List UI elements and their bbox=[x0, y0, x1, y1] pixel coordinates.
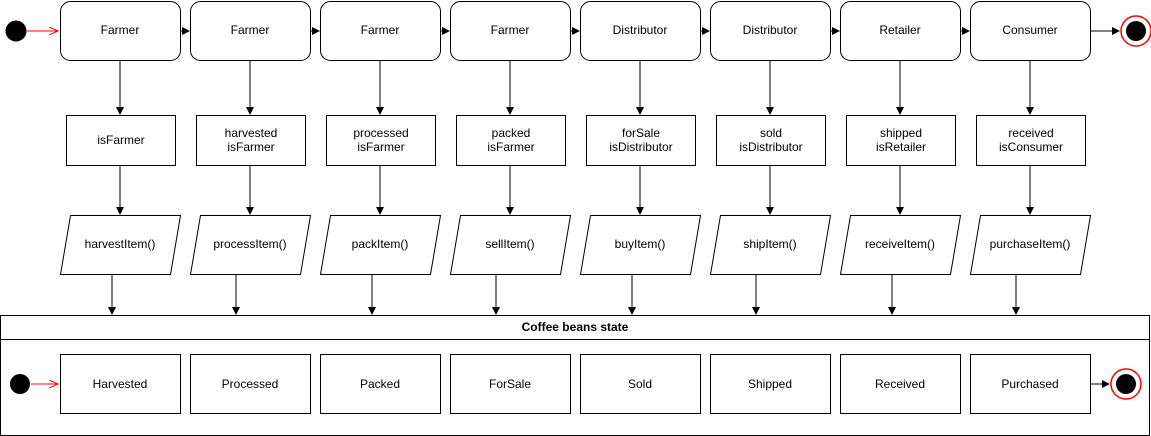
state-label: ForSale bbox=[489, 377, 531, 391]
guard-label: processed bbox=[353, 126, 408, 140]
actor-box-farmer: Farmer bbox=[450, 1, 571, 61]
action-purchaseitem: purchaseItem() bbox=[969, 215, 1092, 275]
guard-label: isFarmer bbox=[487, 140, 534, 154]
state-box-forsale: ForSale bbox=[450, 354, 571, 414]
guard-label: isConsumer bbox=[999, 140, 1063, 154]
action-processitem: processItem() bbox=[189, 215, 312, 275]
state-box-sold: Sold bbox=[580, 354, 701, 414]
action-receiveitem: receiveItem() bbox=[839, 215, 962, 275]
actor-label: Farmer bbox=[101, 23, 140, 37]
action-label: harvestItem() bbox=[85, 237, 156, 251]
action-label: shipItem() bbox=[743, 237, 796, 251]
action-label: packItem() bbox=[352, 237, 409, 251]
actor-label: Farmer bbox=[361, 23, 400, 37]
actor-box-distributor: Distributor bbox=[710, 1, 831, 61]
actor-label: Distributor bbox=[613, 23, 668, 37]
actor-box-retailer: Retailer bbox=[840, 1, 961, 61]
action-label: receiveItem() bbox=[865, 237, 935, 251]
action-label: buyItem() bbox=[615, 237, 666, 251]
actor-label: Consumer bbox=[1002, 23, 1057, 37]
guard-label: isFarmer bbox=[97, 133, 144, 147]
state-start-node bbox=[10, 374, 30, 394]
actor-box-distributor: Distributor bbox=[580, 1, 701, 61]
state-label: Harvested bbox=[93, 377, 148, 391]
actor-label: Distributor bbox=[743, 23, 798, 37]
state-label: Processed bbox=[222, 377, 279, 391]
state-box-purchased: Purchased bbox=[970, 354, 1091, 414]
state-box-harvested: Harvested bbox=[60, 354, 181, 414]
state-label: Packed bbox=[360, 377, 400, 391]
guard-label: isDistributor bbox=[739, 140, 802, 154]
guard-label: shipped bbox=[880, 126, 922, 140]
actor-box-consumer: Consumer bbox=[970, 1, 1091, 61]
start-node bbox=[5, 20, 27, 42]
guard-box: isFarmer bbox=[66, 115, 176, 166]
actor-box-farmer: Farmer bbox=[60, 1, 181, 61]
guard-label: harvested bbox=[225, 126, 278, 140]
state-label: Received bbox=[875, 377, 925, 391]
actor-label: Retailer bbox=[879, 23, 920, 37]
actor-label: Farmer bbox=[491, 23, 530, 37]
action-buyitem: buyItem() bbox=[579, 215, 702, 275]
guard-label: sold bbox=[760, 126, 782, 140]
action-sellitem: sellItem() bbox=[449, 215, 572, 275]
action-shipitem: shipItem() bbox=[709, 215, 832, 275]
state-box-processed: Processed bbox=[190, 354, 311, 414]
guard-label: forSale bbox=[622, 126, 660, 140]
guard-label: packed bbox=[492, 126, 531, 140]
actor-box-farmer: Farmer bbox=[190, 1, 311, 61]
guard-label: received bbox=[1008, 126, 1053, 140]
guard-label: isRetailer bbox=[876, 140, 926, 154]
actor-box-farmer: Farmer bbox=[320, 1, 441, 61]
state-label: Shipped bbox=[748, 377, 792, 391]
state-box-received: Received bbox=[840, 354, 961, 414]
guard-label: isFarmer bbox=[227, 140, 274, 154]
action-packitem: packItem() bbox=[319, 215, 442, 275]
state-box-shipped: Shipped bbox=[710, 354, 831, 414]
action-label: sellItem() bbox=[485, 237, 534, 251]
end-node bbox=[1120, 15, 1151, 47]
action-harvestitem: harvestItem() bbox=[59, 215, 182, 275]
actor-label: Farmer bbox=[231, 23, 270, 37]
action-label: processItem() bbox=[213, 237, 286, 251]
state-label: Purchased bbox=[1001, 377, 1058, 391]
state-label: Sold bbox=[628, 377, 652, 391]
guard-label: isFarmer bbox=[357, 140, 404, 154]
guard-label: isDistributor bbox=[609, 140, 672, 154]
state-container-title: Coffee beans state bbox=[522, 320, 629, 334]
state-end-node bbox=[1110, 368, 1142, 400]
state-box-packed: Packed bbox=[320, 354, 441, 414]
action-label: purchaseItem() bbox=[990, 237, 1071, 251]
